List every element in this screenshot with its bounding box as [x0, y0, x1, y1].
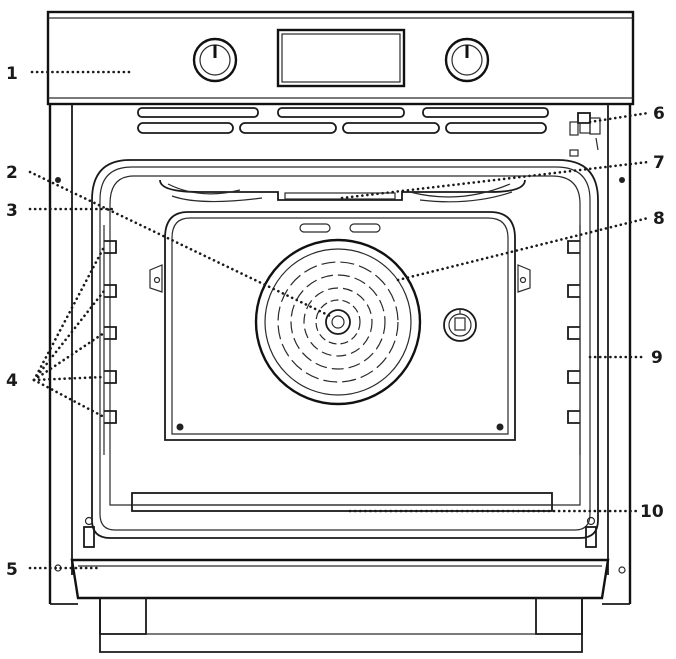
callout-6: 6	[653, 104, 665, 124]
callout-4: 4	[6, 371, 18, 391]
display-screen	[276, 28, 406, 88]
callout-leader-lines	[28, 70, 650, 570]
oven-cavity	[91, 159, 599, 539]
oven-door	[70, 558, 610, 653]
right-shelf-supports	[567, 225, 581, 455]
callout-9: 9	[651, 348, 663, 368]
oven-body	[48, 104, 632, 605]
callout-10: 10	[640, 502, 664, 522]
fan-cover	[254, 238, 422, 406]
oven-lamp	[443, 308, 477, 342]
back-panel	[149, 211, 531, 441]
callout-labels: 1 2 3 4 5 6 7 8 9 10	[6, 64, 665, 580]
control-panel	[46, 10, 635, 106]
callout-7: 7	[653, 153, 665, 173]
left-knob	[192, 37, 238, 83]
door-switch	[569, 112, 601, 157]
bottom-heater-cover	[131, 492, 553, 512]
callout-1: 1	[6, 64, 18, 84]
right-knob	[444, 37, 490, 83]
left-shelf-supports	[103, 225, 117, 455]
callout-8: 8	[653, 209, 665, 229]
callout-3: 3	[6, 201, 18, 221]
callout-2: 2	[6, 163, 18, 183]
callout-5: 5	[6, 560, 18, 580]
door-hinges	[83, 516, 597, 548]
grill-element	[159, 179, 526, 203]
cooling-vent-slots	[137, 107, 549, 134]
